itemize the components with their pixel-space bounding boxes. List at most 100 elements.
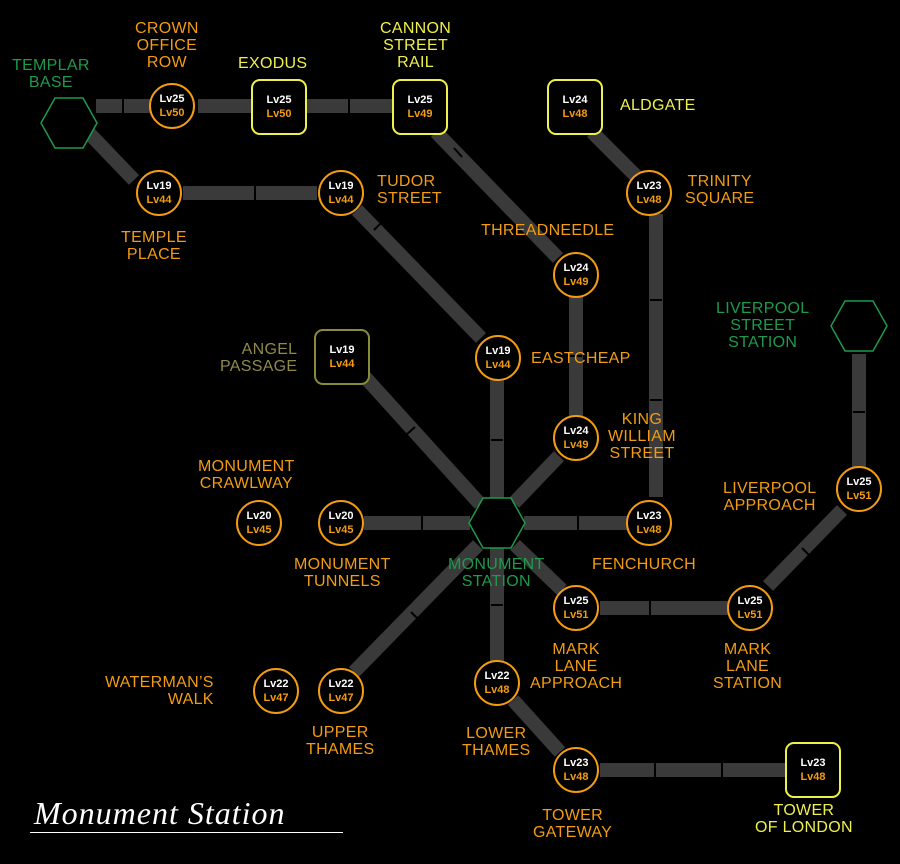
trinity-square-label: TRINITY SQUARE: [685, 173, 755, 207]
level-max: Lv51: [846, 490, 872, 502]
node-tudor-street[interactable]: Lv19 Lv44: [318, 170, 364, 216]
node-upper-thames[interactable]: Lv22 Lv47: [318, 668, 364, 714]
level-max: Lv47: [263, 692, 289, 704]
level-min: Lv25: [563, 595, 589, 607]
map-title: Monument Station: [34, 795, 286, 831]
level-min: Lv24: [562, 94, 588, 106]
track-segment: [348, 540, 484, 677]
liverpool-street-station-label: LIVERPOOL STREET STATION: [716, 300, 810, 351]
exodus-label: EXODUS: [238, 55, 308, 72]
level-max: Lv51: [737, 609, 763, 621]
level-max: Lv51: [563, 609, 589, 621]
level-min: Lv20: [246, 510, 272, 522]
tudor-street-label: TUDOR STREET: [377, 173, 442, 207]
node-threadneedle[interactable]: Lv24 Lv49: [553, 252, 599, 298]
level-min: Lv20: [328, 510, 354, 522]
liverpool-street-station-hub[interactable]: [830, 300, 888, 352]
level-min: Lv23: [636, 510, 662, 522]
node-temple-place[interactable]: Lv19 Lv44: [136, 170, 182, 216]
level-max: Lv48: [562, 108, 588, 120]
node-aldgate[interactable]: Lv24 Lv48: [547, 79, 603, 135]
hexagon-icon: [830, 300, 888, 352]
node-tower-gateway[interactable]: Lv23 Lv48: [553, 747, 599, 793]
level-min: Lv22: [484, 670, 510, 682]
king-william-street-label: KING WILLIAM STREET: [608, 411, 676, 462]
templar-base-hub[interactable]: [40, 97, 98, 149]
node-exodus[interactable]: Lv25 Lv50: [251, 79, 307, 135]
node-trinity-square[interactable]: Lv23 Lv48: [626, 170, 672, 216]
node-mark-lane-station[interactable]: Lv25 Lv51: [727, 585, 773, 631]
level-min: Lv24: [563, 262, 589, 274]
level-min: Lv25: [159, 93, 185, 105]
tower-gateway-label: TOWER GATEWAY: [533, 807, 613, 841]
track-segment: [587, 127, 645, 185]
level-min: Lv23: [636, 180, 662, 192]
level-max: Lv49: [563, 276, 589, 288]
node-monument-tunnels[interactable]: Lv20 Lv45: [318, 500, 364, 546]
watermans-walk-label: WATERMAN’S WALK: [105, 674, 214, 708]
level-min: Lv25: [266, 94, 292, 106]
level-min: Lv23: [563, 757, 589, 769]
node-cannon-street-rail[interactable]: Lv25 Lv49: [392, 79, 448, 135]
level-max: Lv50: [266, 108, 292, 120]
level-min: Lv19: [485, 345, 511, 357]
level-max: Lv50: [159, 107, 185, 119]
level-min: Lv25: [737, 595, 763, 607]
monument-station-hub[interactable]: [468, 497, 526, 549]
node-lower-thames[interactable]: Lv22 Lv48: [474, 660, 520, 706]
lower-thames-label: LOWER THAMES: [462, 725, 531, 759]
temple-place-label: TEMPLE PLACE: [121, 229, 187, 263]
level-max: Lv47: [328, 692, 354, 704]
node-fenchurch[interactable]: Lv23 Lv48: [626, 500, 672, 546]
level-max: Lv44: [485, 359, 511, 371]
level-max: Lv45: [328, 524, 354, 536]
cannon-street-rail-label: CANNON STREET RAIL: [380, 20, 452, 71]
hexagon-icon: [468, 497, 526, 549]
track-segment: [510, 539, 567, 596]
mark-lane-approach-label: MARK LANE APPROACH: [530, 641, 623, 692]
templar-base-label: TEMPLAR BASE: [12, 57, 90, 91]
node-eastcheap[interactable]: Lv19 Lv44: [475, 335, 521, 381]
angel-passage-label: ANGEL PASSAGE: [220, 341, 298, 375]
level-max: Lv49: [563, 439, 589, 451]
level-max: Lv49: [407, 108, 433, 120]
track-segment: [358, 371, 486, 509]
level-max: Lv48: [636, 194, 662, 206]
track-segment: [430, 127, 564, 263]
node-tower-of-london[interactable]: Lv23 Lv48: [785, 742, 841, 798]
level-min: Lv25: [407, 94, 433, 106]
level-min: Lv23: [800, 757, 826, 769]
mark-lane-station-label: MARK LANE STATION: [713, 641, 783, 692]
track-segment: [507, 695, 566, 757]
level-max: Lv48: [563, 771, 589, 783]
node-king-william-street[interactable]: Lv24 Lv49: [553, 415, 599, 461]
hexagon-icon: [40, 97, 98, 149]
aldgate-label: ALDGATE: [620, 97, 696, 114]
level-min: Lv22: [328, 678, 354, 690]
level-max: Lv48: [484, 684, 510, 696]
node-watermans-walk[interactable]: Lv22 Lv47: [253, 668, 299, 714]
node-mark-lane-approach[interactable]: Lv25 Lv51: [553, 585, 599, 631]
fenchurch-label: FENCHURCH: [592, 556, 697, 573]
level-max: Lv44: [328, 194, 354, 206]
level-min: Lv19: [146, 180, 172, 192]
node-monument-crawlway[interactable]: Lv20 Lv45: [236, 500, 282, 546]
level-max: Lv44: [146, 194, 172, 206]
track-segment: [762, 505, 848, 591]
node-crown-office-row[interactable]: Lv25 Lv50: [149, 83, 195, 129]
tower-of-london-label: TOWER OF LONDON: [755, 802, 853, 836]
track-segment: [351, 205, 487, 343]
level-max: Lv48: [800, 771, 826, 783]
level-min: Lv24: [563, 425, 589, 437]
track-segment: [80, 125, 140, 185]
monument-station-label: MONUMENT STATION: [448, 556, 545, 590]
upper-thames-label: UPPER THAMES: [306, 724, 375, 758]
track-segment: [508, 451, 565, 508]
node-liverpool-approach[interactable]: Lv25 Lv51: [836, 466, 882, 512]
monument-crawlway-label: MONUMENT CRAWLWAY: [198, 458, 295, 492]
level-max: Lv45: [246, 524, 272, 536]
node-angel-passage[interactable]: Lv19 Lv44: [314, 329, 370, 385]
level-min: Lv19: [328, 180, 354, 192]
